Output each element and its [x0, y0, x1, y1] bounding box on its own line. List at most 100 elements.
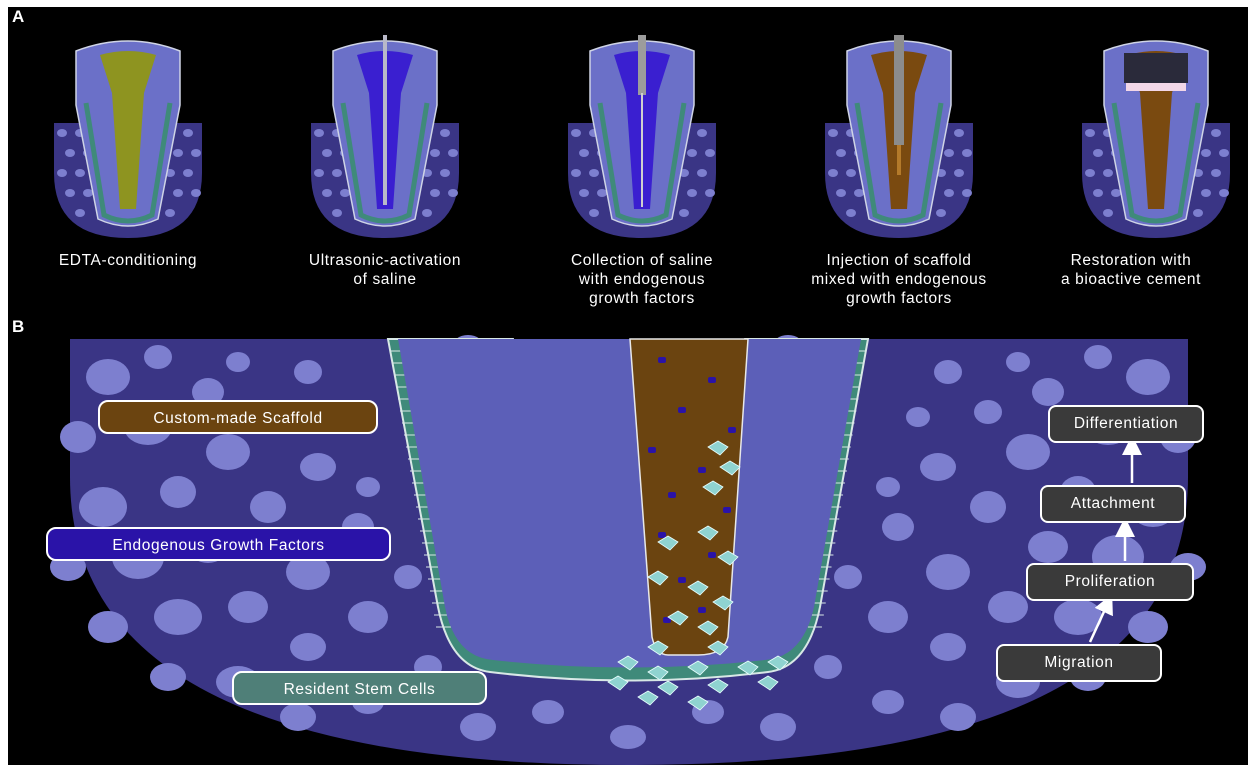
bone-nodule: [430, 149, 440, 157]
legend-growth-factors: Endogenous Growth Factors: [46, 527, 391, 561]
bone-nodule: [571, 129, 581, 137]
bone-nodule: [1211, 169, 1221, 177]
bone-nodule: [183, 129, 193, 137]
bone-nodule: [579, 189, 589, 197]
bone-nodule: [597, 189, 607, 197]
step-caption-2: Ultrasonic-activation of saline: [270, 251, 500, 289]
panel-a: A EDTA-conditioning Ultrasonic-activatio…: [8, 7, 1248, 317]
bone-nodule: [1201, 149, 1211, 157]
bone-nodule: [144, 345, 172, 369]
step-caption-4: Injection of scaffold mixed with endogen…: [784, 251, 1014, 308]
bone-nodule: [250, 491, 286, 523]
bone-nodule: [300, 453, 336, 481]
legend-stem-cells: Resident Stem Cells: [232, 671, 487, 705]
growth-factor-dot: [698, 607, 706, 613]
bone-nodule: [150, 663, 186, 691]
bone-nodule: [226, 352, 250, 372]
tooth-step-5-icon: [1076, 33, 1236, 243]
bone-nodule: [1085, 129, 1095, 137]
bone-nodule: [1126, 359, 1170, 395]
growth-factor-dot: [668, 492, 676, 498]
bone-nodule: [882, 513, 914, 541]
bone-nodule: [970, 491, 1006, 523]
bone-nodule: [944, 149, 954, 157]
bone-nodule: [183, 169, 193, 177]
syringe-icon: [894, 35, 904, 145]
bone-nodule: [944, 189, 954, 197]
bone-nodule: [814, 655, 842, 679]
stage-attachment: Attachment: [1040, 485, 1186, 523]
bone-nodule: [1084, 345, 1112, 369]
legend-scaffold: Custom-made Scaffold: [98, 400, 378, 434]
bone-nodule: [954, 169, 964, 177]
bone-nodule: [834, 565, 862, 589]
bone-nodule: [1201, 189, 1211, 197]
bone-nodule: [448, 149, 458, 157]
bone-nodule: [348, 601, 388, 633]
bone-nodule: [1111, 189, 1121, 197]
step-caption-5: Restoration with a bioactive cement: [1016, 251, 1246, 289]
bone-nodule: [60, 421, 96, 453]
bone-nodule: [679, 209, 689, 217]
bone-nodule: [962, 149, 972, 157]
bone-nodule: [705, 189, 715, 197]
bone-nodule: [173, 149, 183, 157]
bone-nodule: [1211, 129, 1221, 137]
bone-nodule: [173, 189, 183, 197]
bone-nodule: [1006, 352, 1030, 372]
growth-factor-dot: [708, 552, 716, 558]
growth-factor-dot: [723, 507, 731, 513]
ultrasonic-file-icon: [383, 35, 387, 205]
bone-nodule: [962, 189, 972, 197]
bone-nodule: [79, 487, 127, 527]
bone-nodule: [65, 149, 75, 157]
bone-nodule: [1093, 189, 1103, 197]
bone-nodule: [705, 149, 715, 157]
bone-nodule: [936, 209, 946, 217]
bone-nodule: [394, 565, 422, 589]
bone-nodule: [1219, 149, 1229, 157]
bone-nodule: [1103, 209, 1113, 217]
panel-b: B Custom-made Scaffold Endogenous Growth…: [8, 317, 1248, 765]
bone-nodule: [854, 189, 864, 197]
bioactive-cement-icon: [1126, 83, 1186, 91]
bone-nodule: [926, 554, 970, 590]
bone-nodule: [1006, 434, 1050, 470]
bone-nodule: [872, 690, 904, 714]
bone-nodule: [422, 209, 432, 217]
bone-nodule: [760, 713, 796, 741]
growth-factor-dot: [648, 447, 656, 453]
bone-nodule: [687, 189, 697, 197]
stage-differentiation: Differentiation: [1048, 405, 1204, 443]
bone-nodule: [191, 149, 201, 157]
bone-nodule: [1028, 531, 1068, 563]
bone-nodule: [610, 725, 646, 749]
bone-nodule: [1193, 209, 1203, 217]
bone-nodule: [1128, 611, 1168, 643]
growth-factor-dot: [708, 377, 716, 383]
bone-nodule: [165, 209, 175, 217]
bone-nodule: [954, 129, 964, 137]
tooth-step-4-icon: [819, 33, 979, 243]
bone-nodule: [846, 169, 856, 177]
bone-nodule: [836, 149, 846, 157]
bone-nodule: [846, 209, 856, 217]
growth-factor-dot: [678, 407, 686, 413]
bone-nodule: [988, 591, 1028, 623]
bone-nodule: [876, 477, 900, 497]
bone-nodule: [228, 591, 268, 623]
bone-nodule: [356, 477, 380, 497]
bone-nodule: [75, 209, 85, 217]
growth-factor-dot: [728, 427, 736, 433]
dentin-wall: [398, 339, 861, 668]
bone-nodule: [206, 434, 250, 470]
growth-factor-dot: [658, 532, 666, 538]
bone-nodule: [1032, 378, 1064, 406]
bone-nodule: [57, 169, 67, 177]
panel-b-label: B: [12, 317, 24, 337]
bone-nodule: [430, 189, 440, 197]
bone-nodule: [920, 453, 956, 481]
bone-nodule: [579, 149, 589, 157]
bone-nodule: [448, 189, 458, 197]
bone-nodule: [1103, 169, 1113, 177]
